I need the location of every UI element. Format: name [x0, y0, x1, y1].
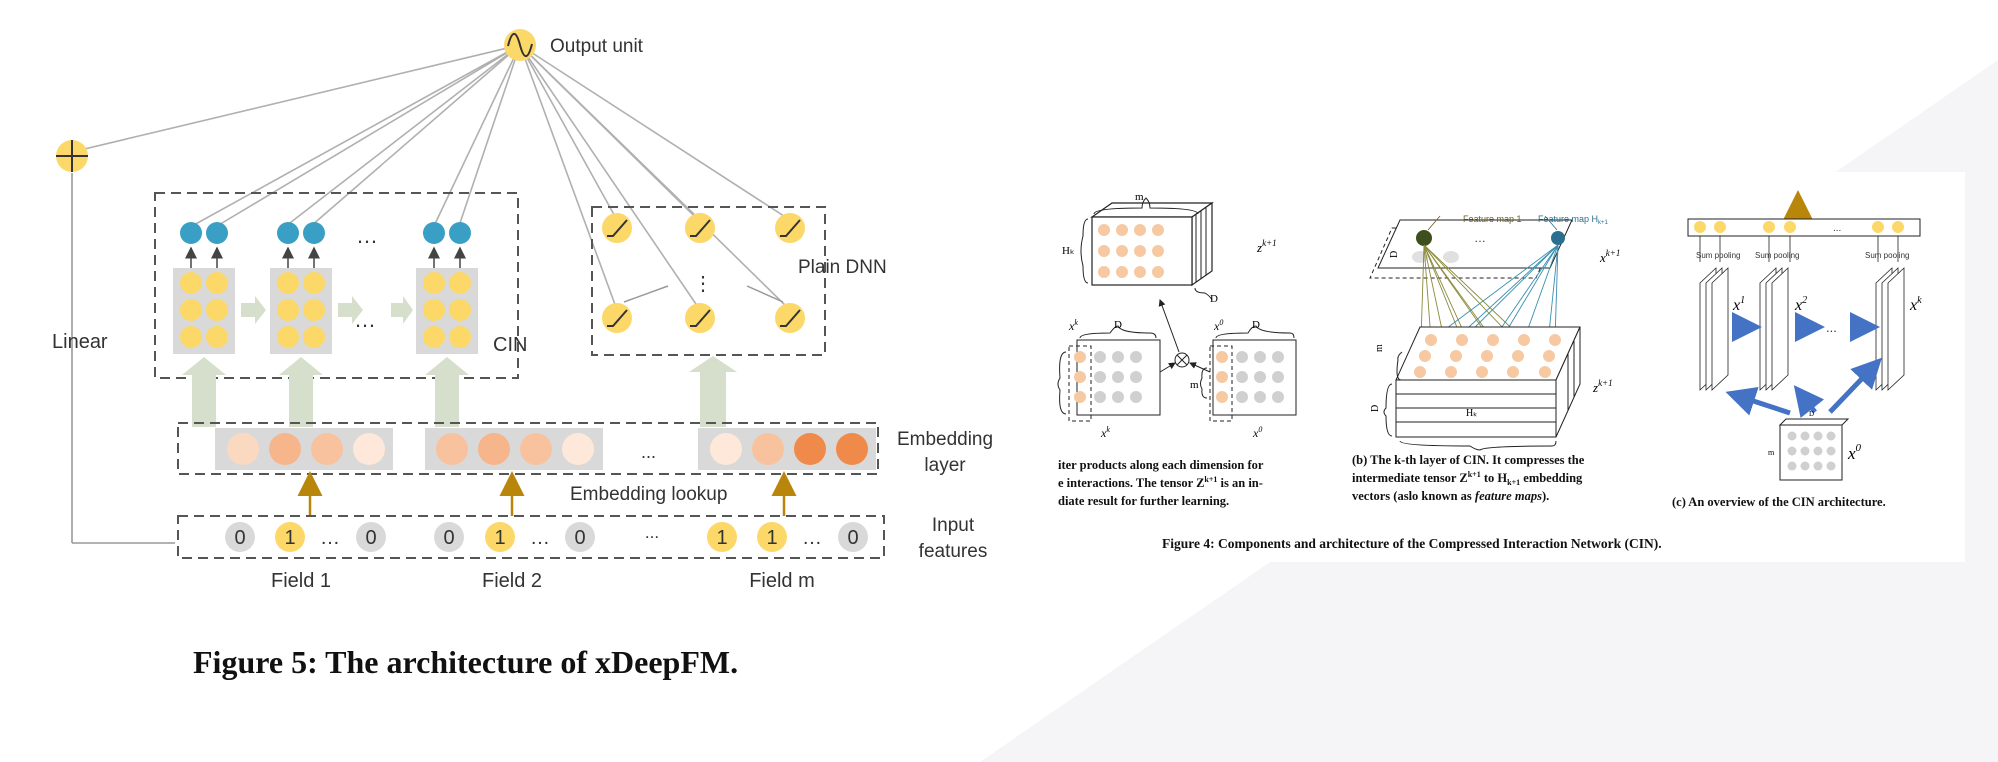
hk-label: Hₖ — [1466, 408, 1477, 419]
x01-label: x0 — [1213, 318, 1223, 333]
output-connection-lines — [71, 44, 791, 311]
xk1b-label: xk+1 — [1599, 248, 1620, 265]
figure-4-caption: Figure 4: Components and architecture of… — [1162, 536, 1662, 551]
embedding-layer-label-2: layer — [924, 455, 966, 476]
input-features-label-2: features — [919, 541, 988, 562]
feature-map-1-label: Feature map 1 — [1463, 214, 1522, 224]
input-ellipsis: … — [530, 527, 550, 549]
d-label: D — [1809, 410, 1814, 418]
feature-map-stacks — [1699, 267, 1905, 391]
input-value: 1 — [766, 527, 777, 549]
cin-columns — [173, 222, 478, 354]
caption-a-line-3: diate result for further learning. — [1058, 494, 1229, 508]
caption-b-line-3: vectors (aslo known as feature maps). — [1352, 489, 1549, 503]
input-value: 0 — [365, 527, 376, 549]
xk-label: xk — [1100, 425, 1110, 440]
x0-label: x0 — [1252, 425, 1262, 440]
output-unit-label: Output unit — [550, 36, 644, 57]
embedding-layer-label-1: Embedding — [897, 429, 993, 450]
embedding-layer-box — [177, 422, 879, 475]
stack-ellipsis: ... — [1826, 320, 1837, 335]
input-features-box — [177, 515, 885, 559]
sum-pooling-label: Sum pooling — [1865, 251, 1909, 260]
input-value: 0 — [847, 527, 858, 549]
output-unit-node — [504, 29, 536, 61]
d-label: D — [1114, 319, 1122, 331]
m-label: m — [1135, 191, 1144, 203]
input-value: 1 — [494, 527, 505, 549]
input-value: 0 — [234, 527, 245, 549]
pool-ellipsis: ... — [1833, 223, 1841, 234]
input-features-label-1: Input — [932, 515, 975, 536]
field-m-label: Field m — [749, 570, 815, 592]
x0c-label: x0 — [1847, 442, 1862, 463]
input-value: 1 — [716, 527, 727, 549]
d-label: D — [1252, 319, 1260, 331]
input-value: 1 — [284, 527, 295, 549]
cin-ellipsis-top: … — [356, 223, 378, 248]
sum-pooling-label: Sum pooling — [1755, 251, 1799, 260]
input-value: 0 — [443, 527, 454, 549]
xdeepfm-architecture-diagram: Output unit Linear CIN — [52, 29, 993, 680]
panel-b: … Feature map 1 Feature map Hk+1 D xk+1 — [1352, 214, 1620, 503]
caption-a-line-1: iter products along each dimension for — [1058, 458, 1264, 472]
linear-label: Linear — [52, 331, 108, 353]
embedding-vectors — [215, 428, 876, 470]
fmap-ellipsis: … — [1474, 231, 1486, 245]
embedding-to-model-arrows — [182, 356, 737, 427]
zk1b-label: zk+1 — [1592, 378, 1613, 395]
cin-box — [154, 192, 519, 379]
input-ellipsis: ... — [645, 523, 659, 542]
dnn-nodes — [602, 213, 805, 333]
sum-pooling-label: Sum pooling — [1696, 251, 1740, 260]
caption-c: (c) An overview of the CIN architecture. — [1672, 495, 1886, 509]
figure-5-caption: Figure 5: The architecture of xDeepFM. — [193, 644, 738, 680]
feature-map-h-label: Feature map Hk+1 — [1538, 214, 1609, 226]
plain-dnn-box — [591, 206, 826, 356]
field-1-label: Field 1 — [271, 570, 331, 592]
caption-a-line-2: e interactions. The tensor Zk+1 is an in… — [1058, 475, 1263, 490]
cin-label: CIN — [493, 334, 527, 356]
input-ellipsis: … — [320, 527, 340, 549]
input-nodes — [225, 522, 868, 552]
field-2-label: Field 2 — [482, 570, 542, 592]
xk1-label: xk — [1068, 318, 1078, 333]
embedding-lookup-label: Embedding lookup — [570, 484, 727, 505]
plain-dnn-label: Plain DNN — [798, 257, 887, 278]
hk-label: Hₖ — [1062, 245, 1075, 257]
lookup-arrows — [297, 471, 797, 516]
cin-ellipsis-mid: … — [354, 307, 376, 332]
caption-b-line-1: (b) The k-th layer of CIN. It compresses… — [1352, 453, 1585, 467]
d-label: D — [1210, 293, 1218, 305]
cin-components-diagram: m Hₖ D zk+1 D xk xk — [1057, 190, 1922, 551]
input-ellipsis: … — [802, 527, 822, 549]
input-value: 0 — [574, 527, 585, 549]
m-label: m — [1768, 448, 1775, 457]
plus-node — [56, 140, 88, 172]
x1-label: x1 — [1732, 295, 1745, 314]
embedding-ellipsis: ... — [641, 442, 656, 462]
panel-a: m Hₖ D zk+1 D xk xk — [1057, 191, 1297, 508]
panel-c: ... Sum pooling Sum pooling Sum pooling … — [1672, 190, 1922, 509]
m-label: m — [1190, 379, 1199, 391]
dnn-vdots: ⋮ — [693, 273, 713, 295]
d-label: D — [1389, 251, 1400, 258]
zk1-label: zk+1 — [1256, 238, 1277, 255]
x2-label: x2 — [1794, 295, 1807, 314]
xkc-label: xk — [1909, 295, 1922, 314]
caption-b-line-2: intermediate tensor Zk+1 to Hk+1 embeddi… — [1352, 470, 1583, 487]
cin-flow-arrows — [1725, 312, 1882, 418]
m-label: m — [1374, 344, 1385, 352]
d-label: D — [1370, 405, 1381, 412]
